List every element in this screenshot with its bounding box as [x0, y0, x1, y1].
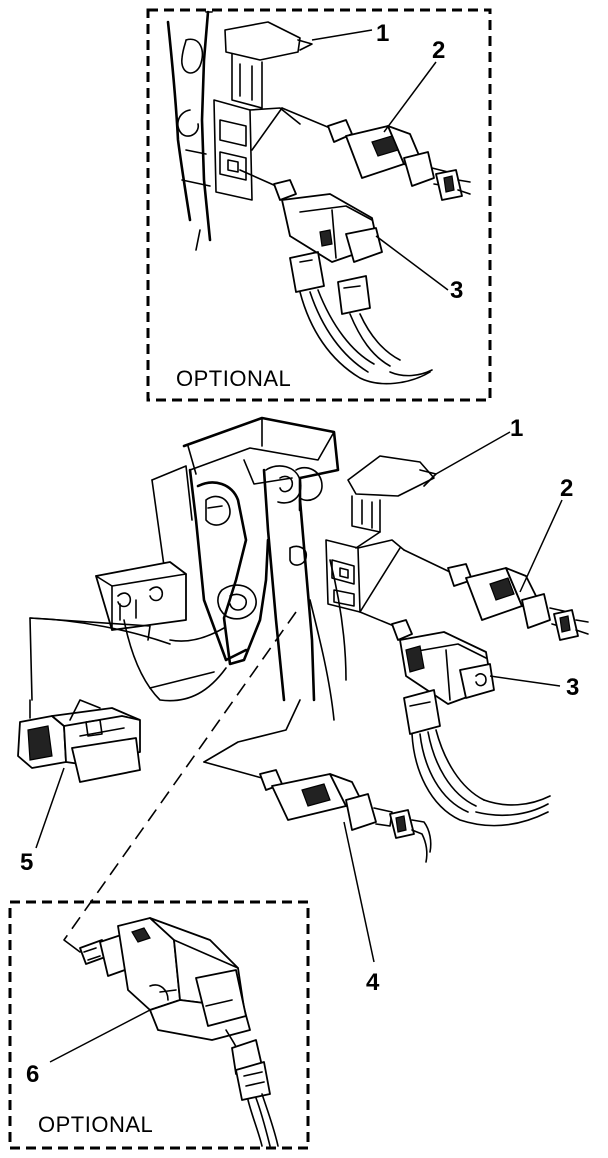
main-callouts: 1 2 3 4 5	[20, 415, 579, 996]
main-switch-3	[359, 611, 551, 827]
main-callout-3: 3	[566, 674, 579, 701]
main-leader-1	[435, 431, 511, 475]
top-callout-1: 1	[376, 20, 389, 47]
main-leader-3	[489, 675, 561, 687]
main-leader-5	[35, 767, 65, 849]
main-callout-2: 2	[560, 475, 573, 502]
top-callout-2: 2	[432, 37, 445, 64]
bottom-callouts: 6	[26, 1009, 151, 1088]
top-leader-1	[311, 29, 373, 41]
main-upper-bracket	[325, 455, 437, 613]
top-optional-label: OPTIONAL	[176, 366, 291, 391]
bottom-leader-6	[49, 1009, 151, 1063]
main-leader-4	[343, 821, 375, 963]
main-leader-2	[519, 499, 563, 593]
top-optional-box: 1 2 3 OPTIONAL	[146, 8, 492, 402]
top-switch-2	[281, 107, 471, 201]
main-callout-4: 4	[366, 969, 380, 996]
main-switch-2	[403, 549, 589, 641]
bottom-callout-6: 6	[26, 1061, 39, 1088]
bottom-optional-label: OPTIONAL	[38, 1112, 153, 1137]
top-switch-3	[239, 169, 433, 385]
top-leader-2	[383, 61, 437, 133]
left-mounting-bracket	[95, 561, 187, 631]
main-switch-4	[203, 761, 432, 863]
bottom-optional-box: 6 OPTIONAL	[8, 900, 310, 1150]
dashed-guide-line	[63, 611, 297, 941]
bottom-optional-border	[8, 900, 310, 1150]
main-callout-1: 1	[510, 415, 523, 442]
top-pedal-bracket	[166, 10, 313, 251]
top-optional-border	[146, 8, 492, 402]
top-leader-3	[375, 235, 449, 291]
bottom-switch-6	[79, 917, 279, 1147]
main-switch-5	[17, 617, 171, 783]
main-pedal-assembly: 1 2 3 4 5	[17, 415, 589, 996]
main-callout-5: 5	[20, 849, 33, 876]
top-callout-3: 3	[450, 277, 463, 304]
top-callouts: 1 2 3	[311, 20, 463, 304]
